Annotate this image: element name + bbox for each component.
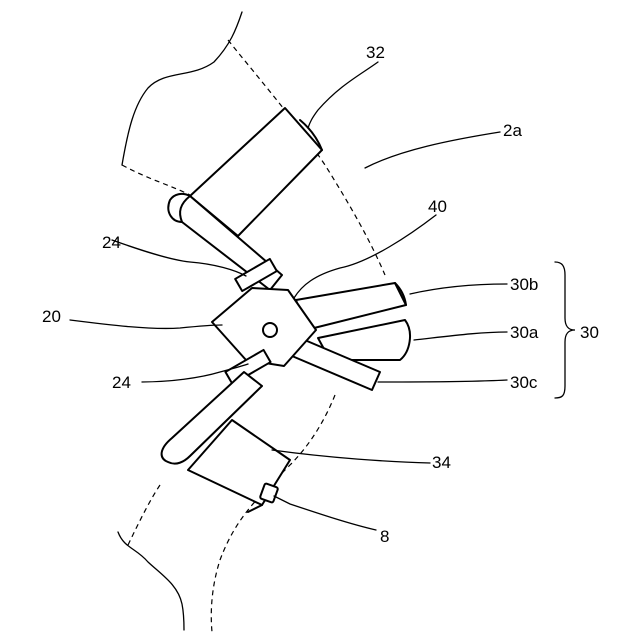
label-24-bottom: 24 bbox=[112, 373, 131, 392]
label-30: 30 bbox=[580, 323, 599, 342]
label-30a: 30a bbox=[510, 323, 539, 342]
label-34: 34 bbox=[432, 453, 451, 472]
thigh-dashed-back bbox=[122, 165, 190, 195]
label-2a: 2a bbox=[503, 121, 522, 140]
leader-30c bbox=[378, 380, 507, 382]
hinge-pin bbox=[263, 323, 277, 337]
leader-34 bbox=[272, 450, 430, 463]
label-20: 20 bbox=[42, 307, 61, 326]
leg-outline-lower bbox=[118, 532, 184, 630]
leader-32 bbox=[308, 62, 378, 128]
label-24-top: 24 bbox=[102, 233, 121, 252]
leader-40 bbox=[294, 215, 436, 298]
label-40: 40 bbox=[428, 197, 447, 216]
leader-30a bbox=[414, 332, 507, 340]
leader-8 bbox=[274, 496, 376, 530]
leader-30b bbox=[410, 284, 507, 294]
label-30b: 30b bbox=[510, 275, 538, 294]
label-8: 8 bbox=[380, 527, 389, 546]
leader-20 bbox=[70, 320, 222, 328]
leg-outline-upper bbox=[122, 12, 242, 165]
brace-30 bbox=[555, 262, 575, 398]
label-32: 32 bbox=[366, 43, 385, 62]
label-30c: 30c bbox=[510, 373, 538, 392]
shin-dashed-back bbox=[128, 485, 160, 545]
leader-2a bbox=[365, 132, 500, 168]
